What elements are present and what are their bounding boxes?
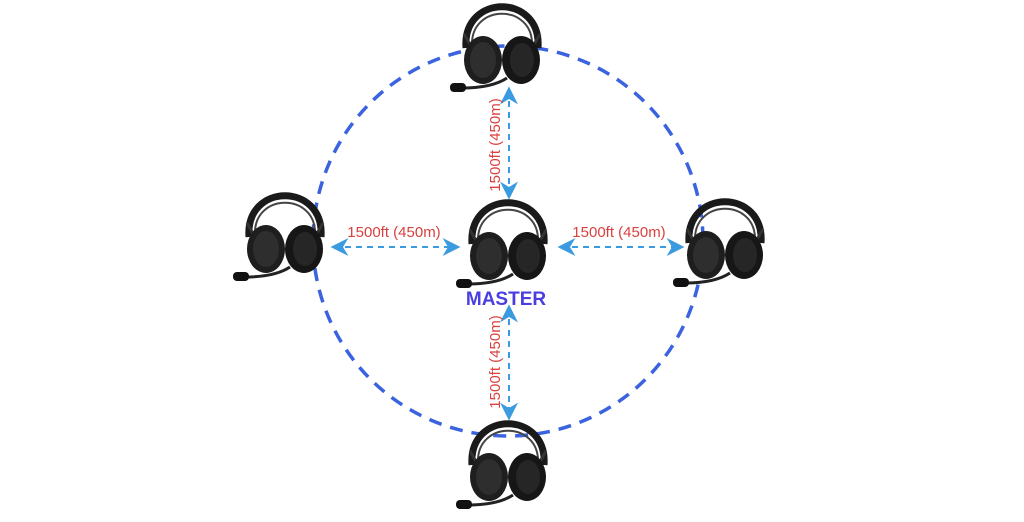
distance-label-bottom: 1500ft (450m) — [487, 315, 504, 408]
master-headset-icon — [456, 203, 546, 288]
distance-label-left: 1500ft (450m) — [347, 224, 440, 241]
top-headset-icon — [450, 7, 540, 92]
distance-label-top: 1500ft (450m) — [487, 98, 504, 191]
master-label: MASTER — [466, 289, 547, 310]
distance-label-right: 1500ft (450m) — [572, 224, 665, 241]
left-headset-icon — [233, 196, 323, 281]
right-headset-icon — [673, 202, 763, 287]
